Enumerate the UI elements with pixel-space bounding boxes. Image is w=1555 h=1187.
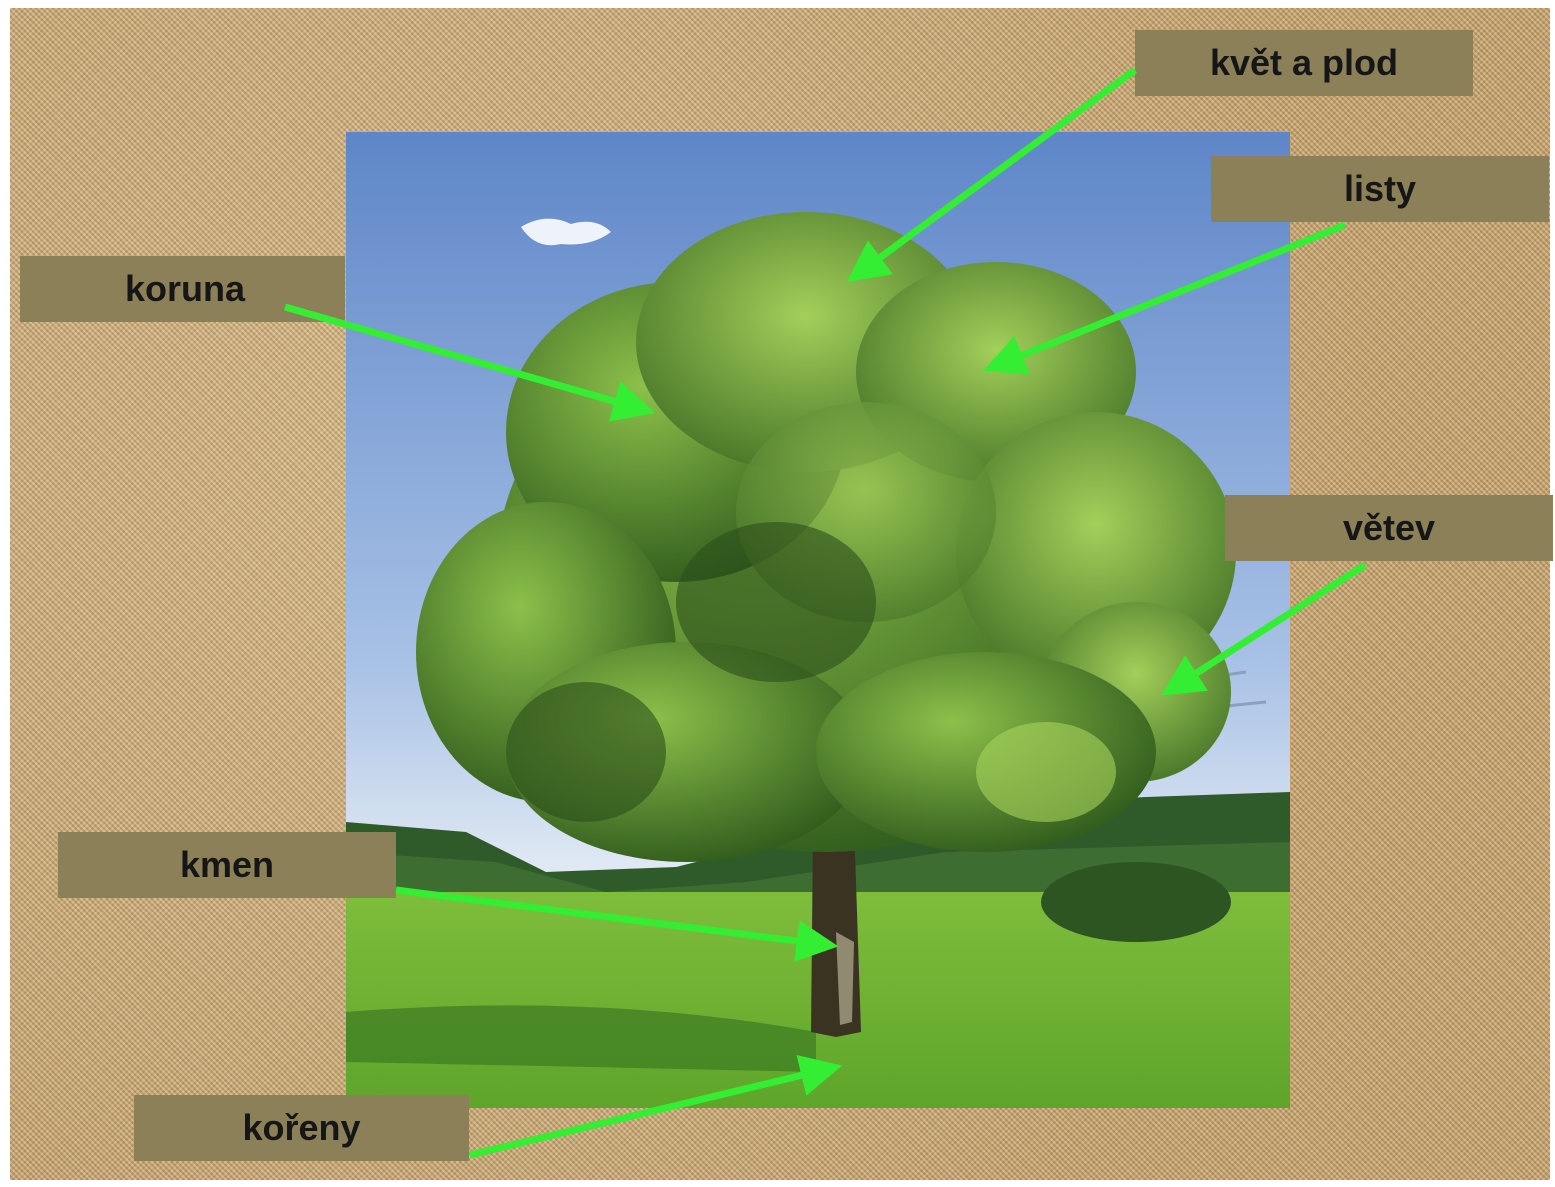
label-kvet-a-plod: květ a plod	[1135, 30, 1473, 96]
label-kmen: kmen	[58, 832, 396, 898]
tree-photo	[346, 132, 1290, 1108]
label-koruna: koruna	[20, 256, 345, 322]
label-listy: listy	[1211, 156, 1549, 222]
label-vetev: větev	[1225, 495, 1553, 561]
label-koreny: kořeny	[134, 1095, 469, 1161]
